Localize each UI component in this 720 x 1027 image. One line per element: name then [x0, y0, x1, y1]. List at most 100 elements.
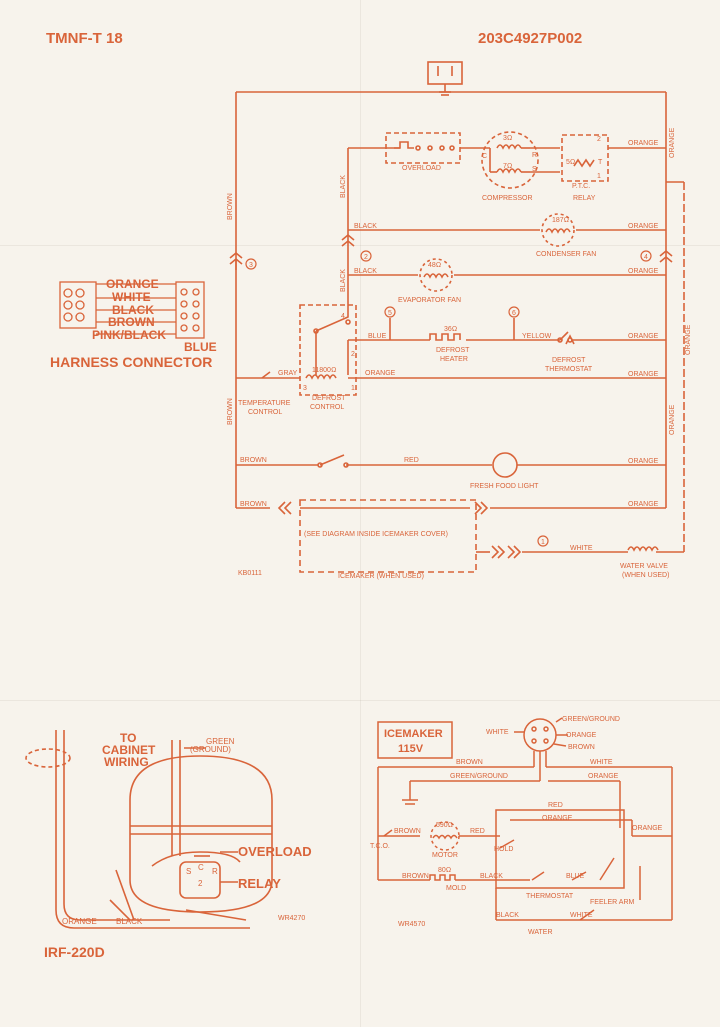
wire-label: ORANGE — [669, 404, 676, 435]
diagram-code: KB0111 — [238, 570, 262, 577]
mold-label: MOLD — [446, 885, 466, 892]
wire-label: ORANGE — [628, 501, 659, 508]
wire-label: RED — [548, 802, 563, 809]
temperature-control-label: CONTROL — [248, 409, 282, 416]
defrost-thermostat-label: THERMOSTAT — [545, 366, 593, 373]
wire-label: BLUE — [566, 873, 585, 880]
wire-label: ORANGE — [628, 333, 659, 340]
feeler-arm-label: FEELER ARM — [590, 899, 635, 906]
defrost-control-resistance: 11800Ω — [312, 367, 336, 374]
overload-label: OVERLOAD — [238, 844, 312, 859]
relay-terminal: 2 — [597, 136, 601, 143]
dc-terminal: 1 — [351, 385, 355, 392]
terminal-r: R — [532, 152, 537, 159]
wire-label: ORANGE — [685, 324, 692, 355]
terminal-s: S — [186, 867, 191, 876]
relay-label: RELAY — [573, 195, 596, 202]
defrost-control-label: CONTROL — [310, 404, 344, 411]
terminal-s: S — [532, 166, 537, 173]
wire-label: GRAY — [278, 370, 298, 377]
winding-resistance: 7Ω — [503, 163, 512, 170]
wire-label: BROWN — [568, 744, 595, 751]
model-number: TMNF-T 18 — [46, 30, 123, 47]
wire-label: ORANGE — [628, 268, 659, 275]
wire-label: RED — [470, 828, 485, 835]
wire-label: ORANGE — [542, 815, 573, 822]
wire-label: BROWN — [227, 398, 234, 425]
wire-label: ORANGE — [628, 458, 659, 465]
icemaker-note: (SEE DIAGRAM INSIDE ICEMAKER COVER) — [304, 531, 448, 538]
wire-label: BLACK — [496, 912, 519, 919]
wire-label: BLACK — [480, 873, 503, 880]
wire-label: BLACK — [340, 269, 347, 292]
terminal-c: C — [198, 863, 204, 872]
terminal-c: C — [482, 153, 487, 160]
ptc-label: P.T.C. — [572, 183, 590, 190]
diagram-code: WR4570 — [398, 921, 425, 928]
harness-wire: BROWN — [108, 315, 155, 329]
condenser-fan-label: CONDENSER FAN — [536, 251, 596, 258]
evaporator-fan-label: EVAPORATOR FAN — [398, 297, 461, 304]
wire-label: WHITE — [486, 729, 509, 736]
wire-label: ORANGE — [628, 371, 659, 378]
water-valve-label: (WHEN USED) — [622, 572, 669, 579]
mold-resistance: 80Ω — [438, 867, 451, 874]
part-number: 203C4927P002 — [478, 30, 583, 47]
water-label: WATER — [528, 929, 553, 936]
green-ground-label: GREEN — [206, 737, 235, 746]
dc-terminal: 2 — [351, 351, 355, 358]
wire-label: ORANGE — [628, 223, 659, 230]
dc-terminal: 3 — [303, 385, 307, 392]
defrost-thermostat-label: DEFROST — [552, 357, 586, 364]
wire-label: BROWN — [227, 193, 234, 220]
wire-label: BROWN — [394, 828, 421, 835]
wire-label: WHITE — [590, 759, 613, 766]
wire-label: BROWN — [456, 759, 483, 766]
to-cabinet-label: CABINET — [102, 743, 156, 757]
wire-label: ORANGE — [365, 370, 396, 377]
wire-label: RED — [404, 457, 419, 464]
icemaker-label: ICEMAKER (WHEN USED) — [338, 573, 424, 580]
temperature-control-label: TEMPERATURE — [238, 400, 291, 407]
thermostat-label: THERMOSTAT — [526, 893, 574, 900]
relay-label: RELAY — [238, 876, 281, 891]
motor-label: MOTOR — [432, 852, 458, 859]
condenser-resistance: 187Ω — [552, 217, 569, 224]
wire-label: ORANGE — [566, 732, 597, 739]
fresh-food-light-label: FRESH FOOD LIGHT — [470, 483, 539, 490]
marker-3: 3 — [249, 262, 253, 269]
wire-label: GREEN/GROUND — [562, 716, 620, 723]
paper-fold — [0, 700, 720, 701]
relay-terminal: T — [598, 159, 603, 166]
water-valve-label: WATER VALVE — [620, 563, 668, 570]
harness-wire: ORANGE — [106, 277, 159, 291]
wire-label: BLACK — [354, 268, 377, 275]
relay-resistance: 5Ω — [566, 159, 575, 166]
wire-label: BLACK — [116, 917, 143, 926]
wire-label: BLUE — [368, 333, 387, 340]
harness-wire: WHITE — [112, 290, 151, 304]
wire-label: BROWN — [240, 501, 267, 508]
wire-label: BROWN — [240, 457, 267, 464]
paper-fold — [0, 245, 720, 246]
marker-5: 5 — [388, 310, 392, 317]
wire-label: WHITE — [570, 912, 593, 919]
icemaker-voltage: 115V — [398, 743, 424, 755]
tco-label: T.C.O. — [370, 843, 390, 850]
defrost-control-label: DEFROST — [312, 395, 346, 402]
icemaker-title: ICEMAKER — [384, 728, 443, 740]
heater-resistance: 36Ω — [444, 326, 457, 333]
wire-label: BLACK — [354, 223, 377, 230]
compressor-label: COMPRESSOR — [482, 195, 533, 202]
wire-label: ORANGE — [628, 140, 659, 147]
wire-label: ORANGE — [62, 917, 97, 926]
wire-label: YELLOW — [522, 333, 552, 340]
paper-fold — [360, 0, 361, 1027]
wire-label: ORANGE — [588, 773, 619, 780]
green-ground-label: (GROUND) — [190, 745, 231, 754]
marker-6: 6 — [512, 310, 516, 317]
wire-label: WHITE — [570, 545, 593, 552]
marker-1: 1 — [541, 539, 545, 546]
defrost-heater-label: DEFROST — [436, 347, 470, 354]
